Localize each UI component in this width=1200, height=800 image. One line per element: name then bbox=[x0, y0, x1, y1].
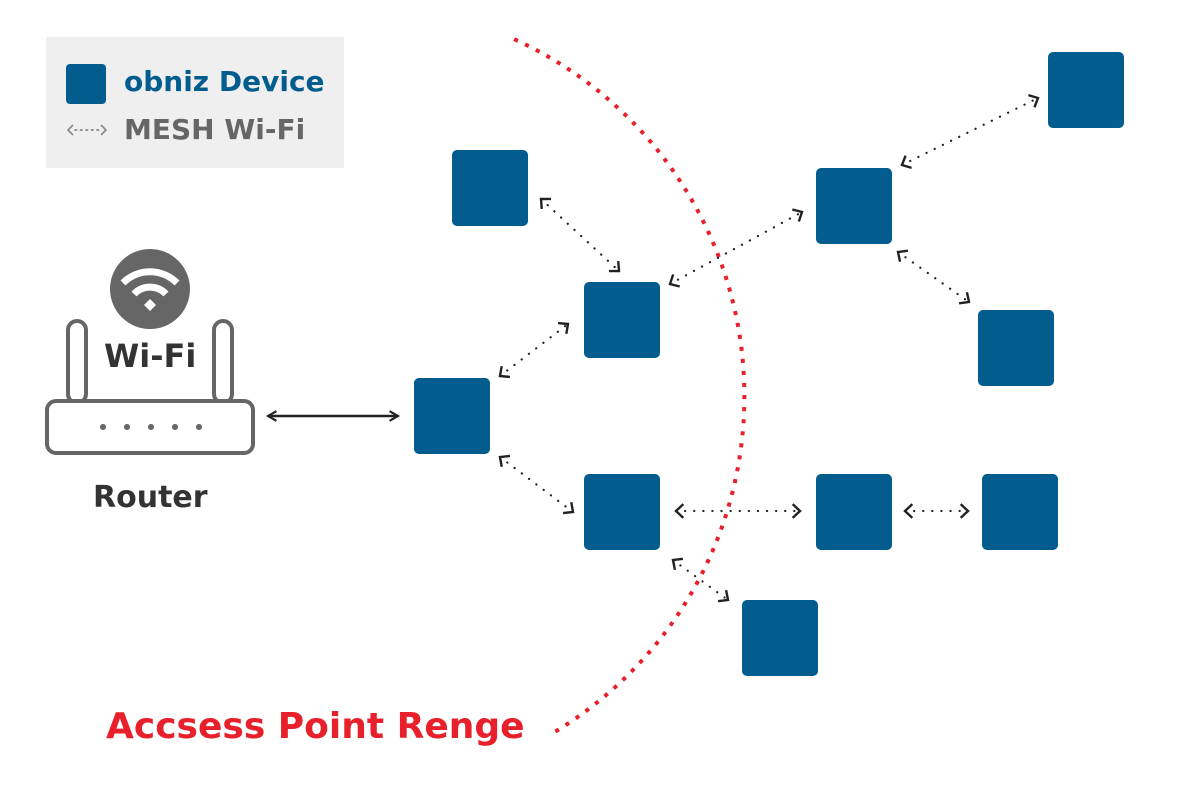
arrowhead-icon bbox=[668, 274, 680, 288]
mesh-link-d-j bbox=[671, 558, 730, 602]
arrowhead-icon bbox=[792, 208, 804, 222]
legend: obniz Device MESH Wi-Fi bbox=[46, 37, 344, 168]
antenna-left bbox=[66, 319, 88, 405]
arrowhead-icon bbox=[498, 454, 511, 468]
arrowhead-icon bbox=[608, 260, 621, 273]
dotted-double-arrow-icon bbox=[66, 124, 108, 136]
obniz-device-f bbox=[1048, 52, 1124, 128]
obniz-device-g bbox=[978, 310, 1054, 386]
arrowhead-icon bbox=[674, 503, 685, 519]
mesh-link-a-d bbox=[498, 455, 575, 514]
square-icon bbox=[66, 64, 106, 104]
router-led bbox=[124, 424, 130, 430]
arrowhead-icon bbox=[539, 197, 552, 210]
obniz-device-b bbox=[584, 282, 660, 358]
wifi-label: Wi-Fi bbox=[104, 337, 197, 375]
router-leds bbox=[100, 424, 202, 430]
obniz-device-i bbox=[982, 474, 1058, 550]
obniz-device-j bbox=[742, 600, 818, 676]
arrowhead-icon bbox=[562, 501, 575, 515]
arrowhead-icon bbox=[498, 365, 511, 379]
router-icon bbox=[45, 249, 255, 455]
antenna-right bbox=[212, 319, 234, 405]
mesh-link-c-b bbox=[539, 197, 621, 273]
mesh-link-e-g bbox=[896, 250, 971, 304]
router-label: Router bbox=[93, 480, 208, 515]
router-led bbox=[172, 424, 178, 430]
access-point-range-label: Accsess Point Renge bbox=[106, 706, 525, 747]
router-led bbox=[148, 424, 154, 430]
obniz-device-a bbox=[414, 378, 490, 454]
legend-device-label: obniz Device bbox=[124, 65, 325, 98]
arrowhead-icon bbox=[900, 155, 912, 170]
legend-mesh-label: MESH Wi-Fi bbox=[124, 113, 306, 146]
arrowhead-icon bbox=[791, 503, 802, 519]
obniz-device-c bbox=[452, 150, 528, 226]
mesh-link-e-f bbox=[900, 96, 1040, 167]
wifi-icon bbox=[110, 249, 190, 329]
mesh-link-b-e bbox=[668, 210, 804, 286]
arrowhead-icon bbox=[896, 249, 909, 263]
arrowhead-icon bbox=[671, 557, 684, 571]
arrowhead-icon bbox=[959, 503, 970, 519]
arrowhead-icon bbox=[557, 321, 570, 335]
arrowhead-icon bbox=[958, 291, 971, 305]
arrowhead-icon bbox=[1028, 93, 1040, 108]
mesh-link-a-b bbox=[498, 322, 570, 378]
router-led bbox=[196, 424, 202, 430]
arrowhead-icon bbox=[717, 589, 730, 603]
access-point-range-arc bbox=[513, 37, 747, 736]
obniz-device-d bbox=[584, 474, 660, 550]
arrowhead-icon bbox=[903, 503, 914, 519]
router-led bbox=[100, 424, 106, 430]
obniz-device-h bbox=[816, 474, 892, 550]
obniz-device-e bbox=[816, 168, 892, 244]
